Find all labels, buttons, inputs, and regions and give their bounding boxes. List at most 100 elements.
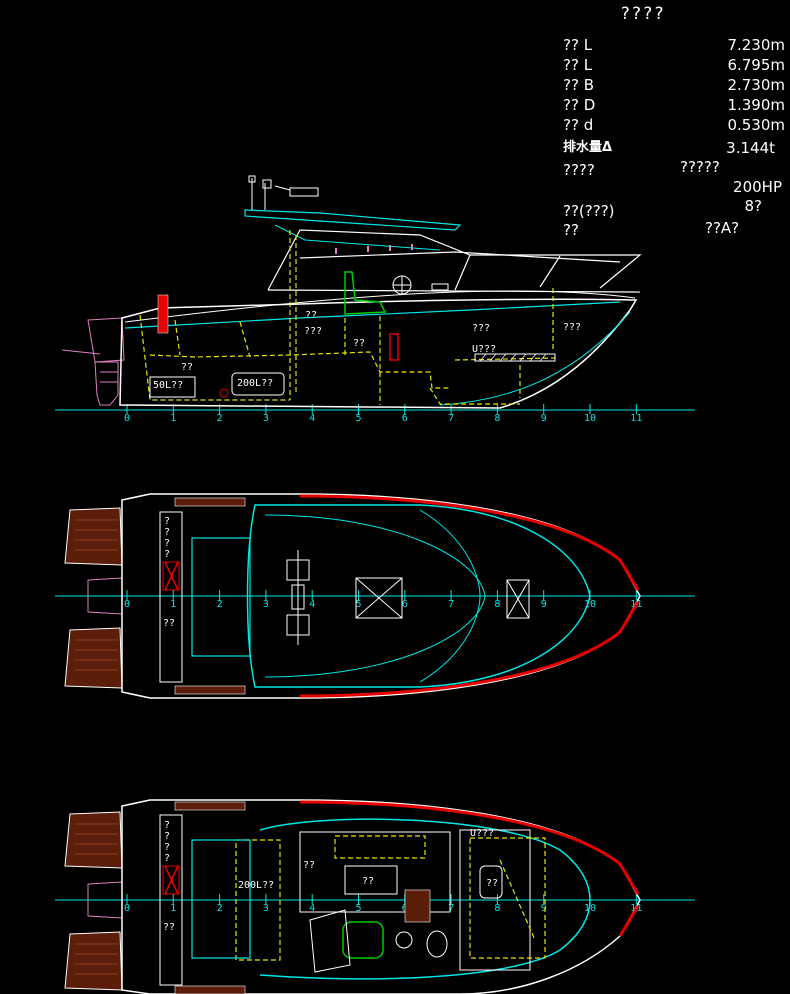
cabin-wall bbox=[259, 818, 591, 980]
mast-icon bbox=[248, 175, 319, 210]
station-number: 10 bbox=[584, 599, 596, 610]
engine-type: ????? bbox=[680, 158, 720, 176]
station-number: 4 bbox=[309, 413, 315, 424]
spec-value: 1.390m bbox=[727, 96, 785, 114]
berth-label: U??? bbox=[472, 344, 497, 355]
helm-seat-lower bbox=[342, 921, 384, 959]
station-number: 2 bbox=[217, 599, 223, 610]
spec-value: 3.144t bbox=[726, 139, 775, 157]
box-label: ?? bbox=[163, 618, 176, 629]
spec-label: ?? B bbox=[563, 76, 594, 94]
station-number: 9 bbox=[541, 413, 547, 424]
steering-wheel-lower-icon bbox=[395, 931, 413, 949]
station-number: 7 bbox=[448, 599, 454, 610]
table bbox=[344, 865, 398, 895]
room-label: ??? bbox=[472, 323, 491, 334]
spec-label: ?? L bbox=[563, 56, 593, 74]
room-label: ?? bbox=[362, 876, 375, 887]
capacity-value: 8? bbox=[744, 197, 762, 215]
station-number: 4 bbox=[309, 903, 315, 914]
station-number: 0 bbox=[124, 903, 130, 914]
box-label: ?? bbox=[163, 922, 176, 933]
diagram-title: ???? bbox=[620, 4, 665, 24]
station-number: 1 bbox=[170, 599, 176, 610]
berth-label: U??? bbox=[470, 828, 495, 839]
station-number: 0 bbox=[124, 599, 130, 610]
spec-value: 0.530m bbox=[727, 116, 785, 134]
berth-strip bbox=[474, 353, 556, 362]
hatch-main bbox=[355, 577, 403, 619]
interior-compartments bbox=[139, 230, 556, 405]
tank-label: 200L?? bbox=[238, 880, 275, 891]
station-number: 1 bbox=[170, 413, 176, 424]
toilet-icon bbox=[426, 930, 448, 958]
room-label: ?? bbox=[303, 860, 316, 871]
spec-value: 2.730m bbox=[727, 76, 785, 94]
station-number: 7 bbox=[448, 413, 454, 424]
station-number: 8 bbox=[494, 903, 500, 914]
tank-200 bbox=[231, 372, 285, 396]
station-number: 3 bbox=[263, 903, 269, 914]
hull-profile bbox=[119, 298, 638, 409]
station-number: 8 bbox=[494, 413, 500, 424]
swim-platform-lower bbox=[64, 811, 123, 991]
category-label: ?? bbox=[563, 221, 579, 239]
station-number: 6 bbox=[402, 413, 408, 424]
red-equipment bbox=[389, 333, 399, 361]
outboard-motor-icon bbox=[61, 317, 125, 406]
station-number: 7 bbox=[448, 903, 454, 914]
spec-label: 排水量Δ bbox=[563, 140, 613, 155]
spec-label: ?? L bbox=[563, 36, 593, 54]
room-label: ??? bbox=[304, 326, 323, 337]
station-number: 6 bbox=[402, 599, 408, 610]
station-number: 8 bbox=[494, 599, 500, 610]
life-ring-icon bbox=[157, 294, 169, 334]
swim-platform bbox=[64, 507, 123, 689]
stern-locker-lower bbox=[191, 839, 251, 959]
tank-50-label: 50L?? bbox=[153, 380, 184, 391]
spec-label: ?? D bbox=[563, 96, 596, 114]
station-number: 5 bbox=[356, 903, 362, 914]
hard-top bbox=[244, 209, 462, 231]
station-number: 9 bbox=[541, 599, 547, 610]
spec-value: 6.795m bbox=[727, 56, 785, 74]
tank-50 bbox=[149, 376, 196, 398]
interior-hull bbox=[121, 799, 641, 994]
station-number: 4 bbox=[309, 599, 315, 610]
room-label: ?? bbox=[305, 310, 318, 321]
stern-locker bbox=[191, 537, 251, 657]
room-label: ?? bbox=[181, 362, 194, 373]
hatch-fwd bbox=[506, 579, 530, 619]
station-number: 5 bbox=[356, 599, 362, 610]
side-vertical-label: ? ? ? ? bbox=[164, 516, 171, 560]
station-number: 2 bbox=[217, 903, 223, 914]
station-number: 2 bbox=[217, 413, 223, 424]
station-number: 0 bbox=[124, 413, 130, 424]
room-label: ?? bbox=[353, 338, 366, 349]
station-number: 11 bbox=[630, 413, 642, 424]
spec-value: 7.230m bbox=[727, 36, 785, 54]
tank-200-label: 200L?? bbox=[237, 378, 274, 389]
sink bbox=[479, 865, 503, 899]
station-number: 9 bbox=[541, 903, 547, 914]
room-label: ??? bbox=[563, 322, 582, 333]
station-number: 10 bbox=[584, 413, 596, 424]
spec-label: ?? d bbox=[563, 116, 594, 134]
cabin-roof bbox=[246, 504, 591, 688]
engine-label: ???? bbox=[563, 161, 595, 179]
engine-power: 200HP bbox=[733, 178, 782, 196]
station-number: 1 bbox=[170, 903, 176, 914]
radar-arch bbox=[286, 550, 310, 645]
capacity-label: ??(???) bbox=[563, 202, 615, 220]
helm-seat bbox=[344, 271, 387, 315]
cabin-structure bbox=[267, 229, 642, 293]
side-vertical-label: ? ? ? ? bbox=[164, 820, 171, 864]
station-number: 3 bbox=[263, 413, 269, 424]
category-value: ??A? bbox=[705, 219, 740, 237]
